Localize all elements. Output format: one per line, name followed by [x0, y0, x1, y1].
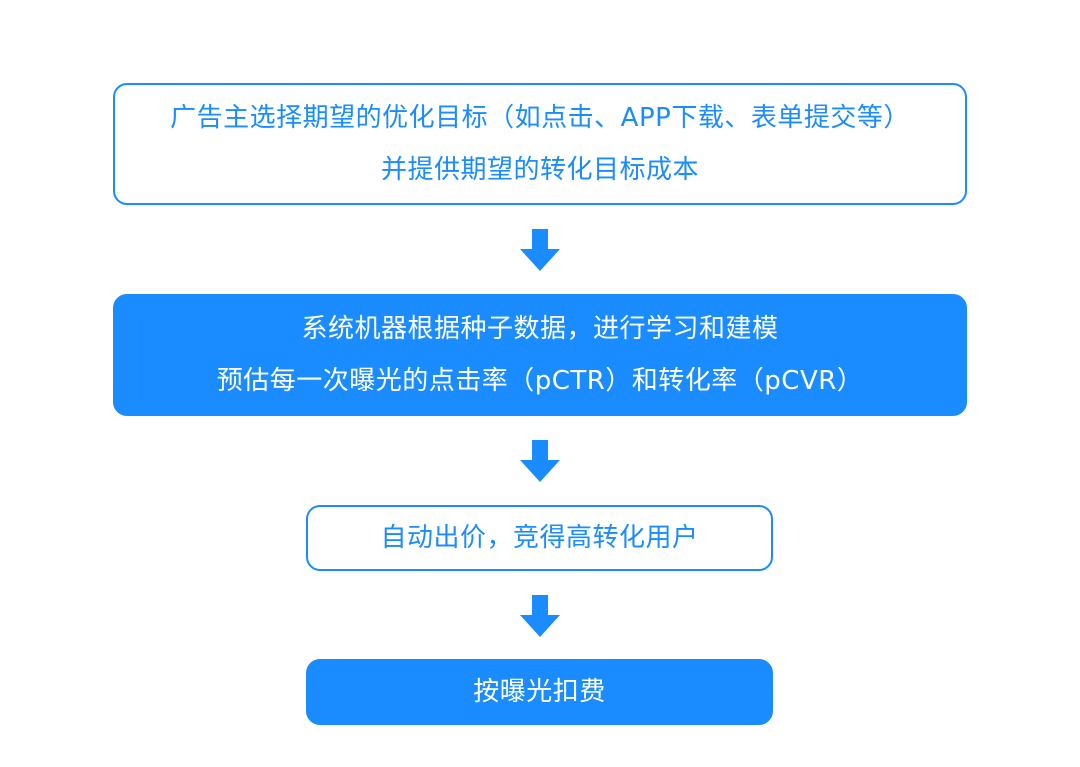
down-arrow-icon	[520, 595, 560, 637]
step-1-line-2: 并提供期望的转化目标成本	[380, 155, 699, 185]
step-4-line-1: 按曝光扣费	[473, 677, 606, 707]
down-arrow-icon	[520, 229, 560, 271]
step-3-line-1: 自动出价，竞得高转化用户	[380, 523, 699, 553]
step-machine-learning-prediction: 系统机器根据种子数据，进行学习和建模 预估每一次曝光的点击率（pCTR）和转化率…	[113, 294, 967, 416]
step-1-line-1: 广告主选择期望的优化目标（如点击、APP下载、表单提交等）	[170, 103, 910, 133]
step-set-optimization-goal: 广告主选择期望的优化目标（如点击、APP下载、表单提交等） 并提供期望的转化目标…	[113, 83, 967, 205]
down-arrow-icon	[520, 440, 560, 482]
step-charge-by-impression: 按曝光扣费	[306, 659, 773, 725]
step-auto-bidding: 自动出价，竞得高转化用户	[306, 505, 773, 571]
step-2-line-1: 系统机器根据种子数据，进行学习和建模	[301, 314, 779, 344]
step-2-line-2: 预估每一次曝光的点击率（pCTR）和转化率（pCVR）	[216, 366, 864, 396]
